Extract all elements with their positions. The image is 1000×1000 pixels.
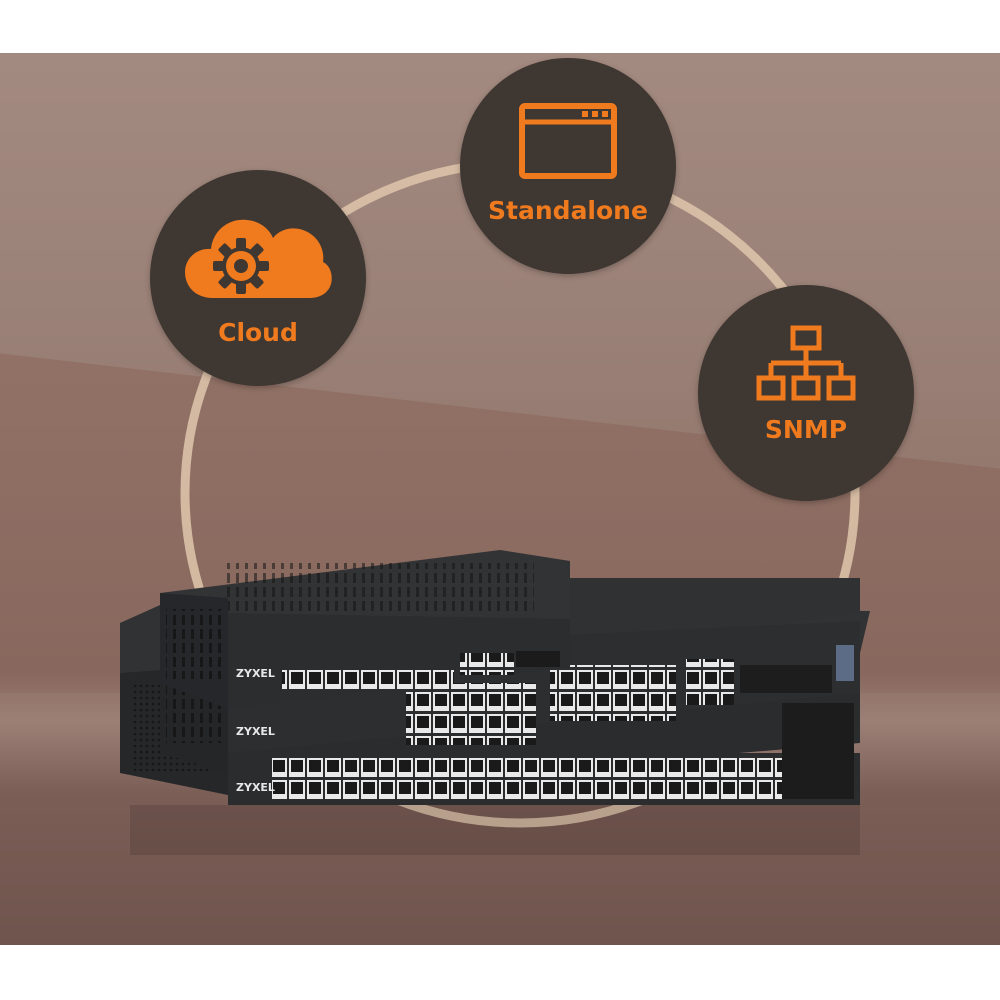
snmp-badge: SNMP xyxy=(698,285,914,501)
standalone-label: Standalone xyxy=(488,196,648,225)
switch-8-brand: ZYXEL xyxy=(236,667,275,680)
switch-48-brand: ZYXEL xyxy=(236,781,275,794)
standalone-badge: Standalone xyxy=(460,58,676,274)
snmp-label: SNMP xyxy=(764,415,848,444)
browser-window-icon xyxy=(519,103,617,179)
switch-stack: ZYXEL ZYXEL ZYXEL xyxy=(120,550,870,855)
cloud-gear-icon xyxy=(185,219,332,298)
switch-24-brand: ZYXEL xyxy=(236,725,275,738)
network-tree-icon xyxy=(756,325,856,401)
cloud-badge: Cloud xyxy=(150,170,366,386)
product-scene: Cloud Standalone SNMP xyxy=(0,53,1000,945)
switch-8-port: ZYXEL xyxy=(160,550,570,709)
cloud-label: Cloud xyxy=(218,318,298,347)
